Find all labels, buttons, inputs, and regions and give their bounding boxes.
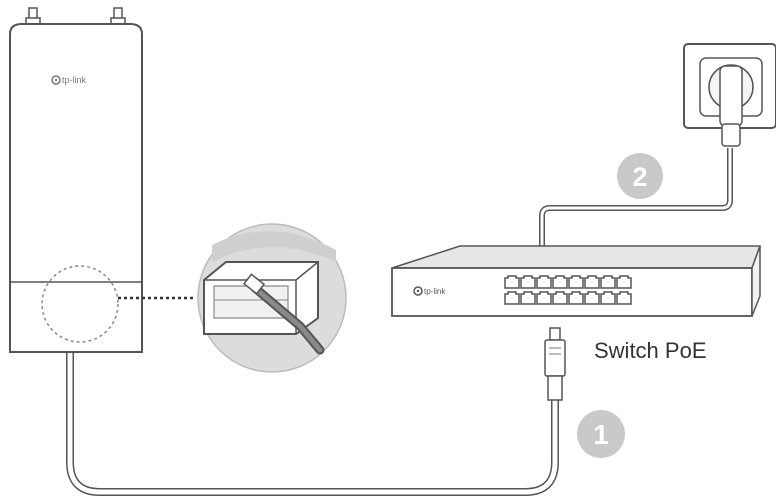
access-point-brand: tp-link [62, 75, 87, 85]
power-cable [539, 148, 733, 248]
switch-port [568, 291, 584, 305]
switch-port [552, 291, 568, 305]
antenna-right [110, 7, 126, 25]
antenna-left [25, 7, 41, 25]
switch-brand: tp-link [424, 287, 446, 296]
access-point: tp-link [9, 7, 196, 353]
inserted-cable [242, 273, 325, 355]
switch-port [584, 275, 600, 289]
tp-link-logo: tp-link [51, 75, 87, 85]
switch-port [584, 291, 600, 305]
switch-port-grid [504, 275, 632, 305]
power-plug [719, 65, 743, 127]
switch-port [536, 291, 552, 305]
step-number-2: 2 [632, 162, 647, 192]
switch-port [520, 291, 536, 305]
switch-port [616, 291, 632, 305]
switch-top [391, 245, 762, 269]
switch-port [600, 275, 616, 289]
switch-port [616, 275, 632, 289]
switch-port [568, 275, 584, 289]
switch-poe-label: Switch PoE [594, 338, 707, 363]
wall-outlet [683, 43, 776, 147]
poe-switch: tp-link [391, 245, 762, 317]
switch-logo: tp-link [413, 286, 446, 296]
rj45-connector [544, 327, 566, 401]
access-point-body [9, 23, 143, 353]
switch-port [520, 275, 536, 289]
step-badge-1: 1 [577, 410, 625, 458]
switch-port [600, 291, 616, 305]
switch-port [552, 275, 568, 289]
ethernet-cable [66, 348, 559, 496]
switch-port [504, 275, 520, 289]
step-badge-2: 2 [617, 153, 663, 199]
step-number-1: 1 [593, 419, 609, 450]
port-cover-highlight [41, 265, 119, 343]
switch-port [504, 291, 520, 305]
switch-port [536, 275, 552, 289]
port-zoom-callout [197, 223, 347, 373]
